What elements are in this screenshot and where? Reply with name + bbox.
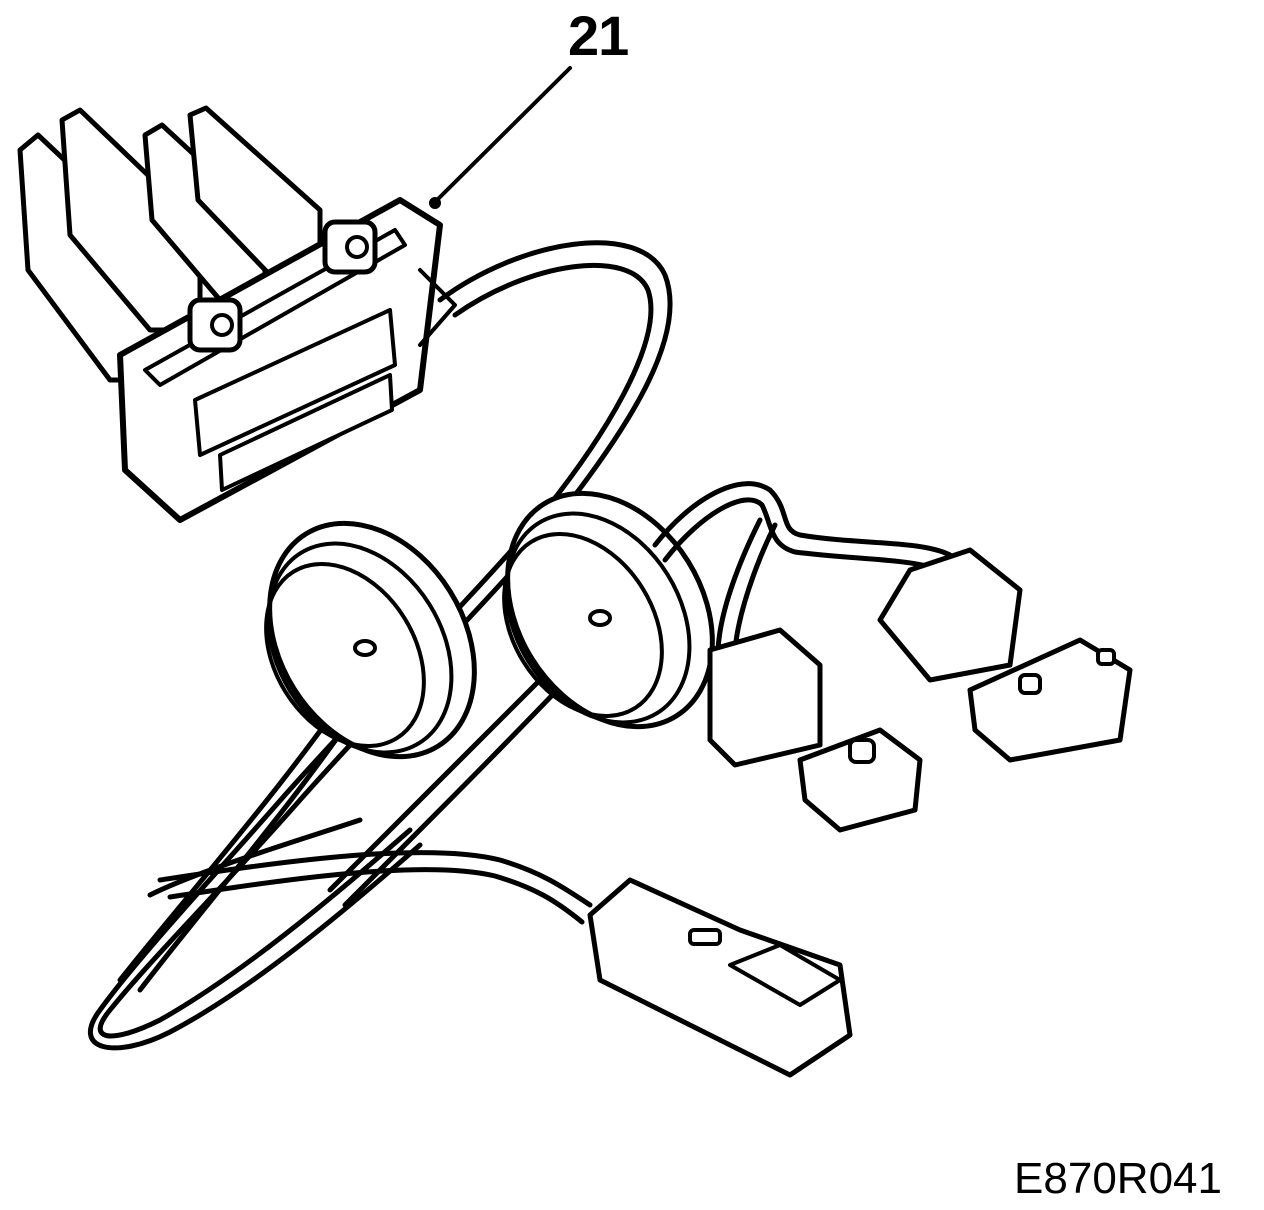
lower-wire-run	[147, 817, 593, 925]
figure-code: E870R041	[1014, 1154, 1222, 1203]
grommet-right	[502, 490, 715, 730]
right-wire-branches	[652, 481, 953, 653]
connector-bottom	[587, 877, 853, 1078]
grommet-left	[264, 520, 477, 760]
part-callout-number: 21	[568, 4, 629, 67]
connector-middle	[707, 627, 923, 833]
callout-leader	[429, 66, 572, 209]
blower-resistor	[17, 105, 457, 523]
connector-right	[877, 547, 1133, 763]
harness-cable-loop	[87, 240, 673, 1051]
